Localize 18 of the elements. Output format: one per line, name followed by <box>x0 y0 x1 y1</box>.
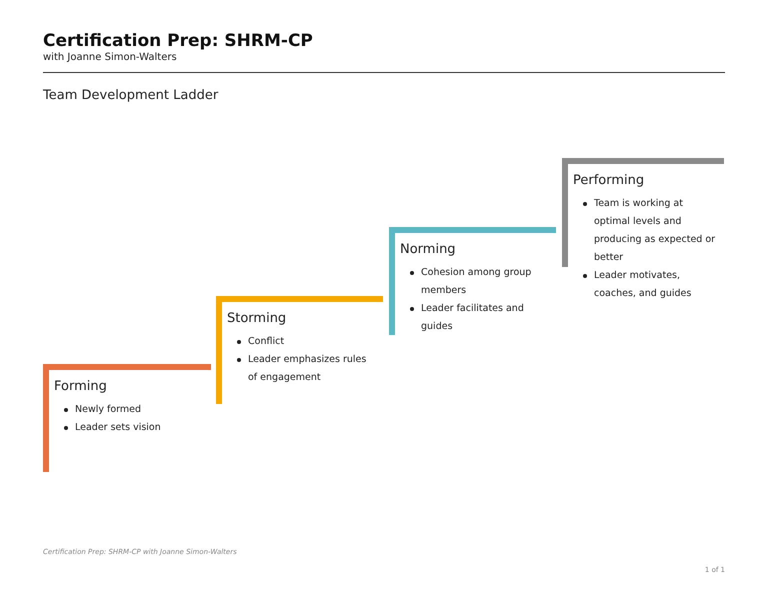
bullet-item: Conflict <box>235 333 375 351</box>
bullet-item: Leader facilitates and guides <box>408 300 548 336</box>
page-title: Certification Prep: SHRM-CP <box>43 31 313 51</box>
ladder-step <box>216 296 383 404</box>
ladder-step <box>43 364 211 472</box>
step-heading: Forming <box>54 379 107 394</box>
bullet-item: Newly formed <box>62 401 212 419</box>
section-heading: Team Development Ladder <box>43 88 218 103</box>
subtitle: with Joanne Simon-Walters <box>43 52 177 63</box>
bullet-item: Leader emphasizes rules of engagement <box>235 351 375 387</box>
bullet-item: Leader motivates, coaches, and guides <box>581 267 721 303</box>
bullet-item: Team is working at optimal levels and producing as expected or better <box>581 195 721 267</box>
ladder-step <box>389 227 556 335</box>
bullet-item: Leader sets vision <box>62 419 212 437</box>
step-heading: Performing <box>573 173 644 188</box>
step-heading: Norming <box>400 242 456 257</box>
bullet-item: Cohesion among group members <box>408 264 548 300</box>
step-heading: Storming <box>227 311 286 326</box>
